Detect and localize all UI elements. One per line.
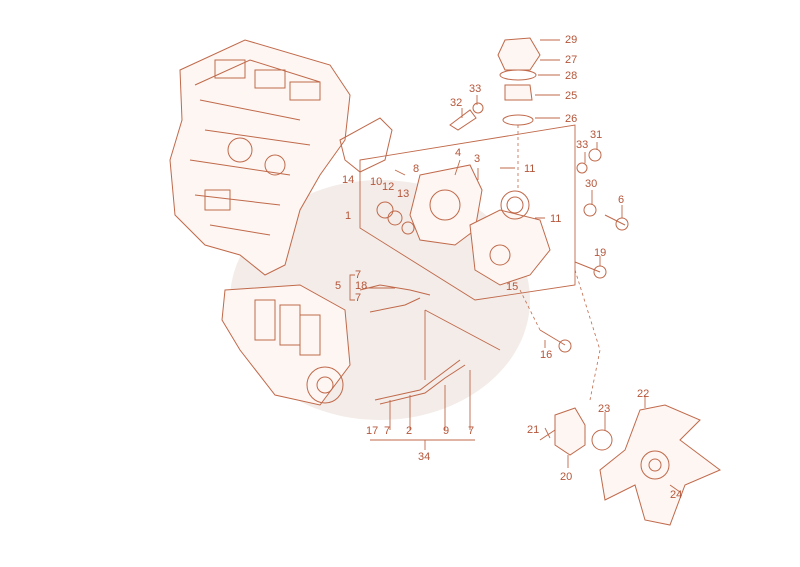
callout-26: 26 [565, 113, 577, 125]
callout-31: 31 [590, 129, 602, 141]
callout-23: 23 [598, 403, 610, 415]
callout-2: 2 [406, 425, 412, 437]
callout-7-a: 7 [355, 269, 361, 281]
callout-30: 30 [585, 178, 597, 190]
water-pump-assembly [359, 124, 576, 301]
hose-lines [359, 284, 501, 405]
callout-18: 18 [355, 280, 367, 292]
callout-34: 34 [418, 451, 430, 463]
engine-block [169, 39, 351, 276]
callout-16: 16 [540, 349, 552, 361]
callout-29: 29 [565, 34, 577, 46]
callout-33-right: 33 [576, 139, 588, 151]
callout-8: 8 [413, 163, 419, 175]
callout-20: 20 [560, 471, 572, 483]
callout-5: 5 [335, 280, 341, 292]
callout-17: 17 [366, 425, 378, 437]
callout-21: 21 [527, 424, 539, 436]
leader-lines [349, 39, 681, 493]
temperature-sensor [449, 102, 484, 131]
callout-6: 6 [618, 194, 624, 206]
callout-24: 24 [670, 489, 682, 501]
callout-33-left: 33 [469, 83, 481, 95]
callout-9: 9 [443, 425, 449, 437]
thermostat-cover [497, 37, 541, 190]
callout-11-top: 11 [524, 163, 535, 175]
callout-14: 14 [342, 174, 354, 186]
callout-7-d: 7 [468, 425, 474, 437]
callout-12: 12 [382, 181, 394, 193]
front-cover-gasket [339, 117, 393, 173]
callouts: 29 27 28 25 26 33 32 31 33 4 3 8 11 14 1… [335, 34, 682, 501]
callout-1: 1 [345, 210, 351, 222]
callout-25: 25 [565, 90, 577, 102]
callout-7-b: 7 [355, 292, 361, 304]
callout-28: 28 [565, 70, 577, 82]
cooling-fan [599, 404, 721, 526]
callout-11-bottom: 11 [550, 213, 561, 225]
bolts [519, 148, 629, 401]
callout-22: 22 [637, 388, 649, 400]
callout-7-c: 7 [384, 425, 390, 437]
callout-13: 13 [397, 188, 409, 200]
callout-15: 15 [506, 281, 518, 293]
callout-3: 3 [474, 153, 480, 165]
callout-10: 10 [370, 176, 382, 188]
callout-32: 32 [450, 97, 462, 109]
callout-4: 4 [455, 147, 461, 159]
fan-pulley [539, 407, 613, 456]
injection-pump [221, 284, 351, 406]
callout-19: 19 [594, 247, 606, 259]
callout-27: 27 [565, 54, 577, 66]
